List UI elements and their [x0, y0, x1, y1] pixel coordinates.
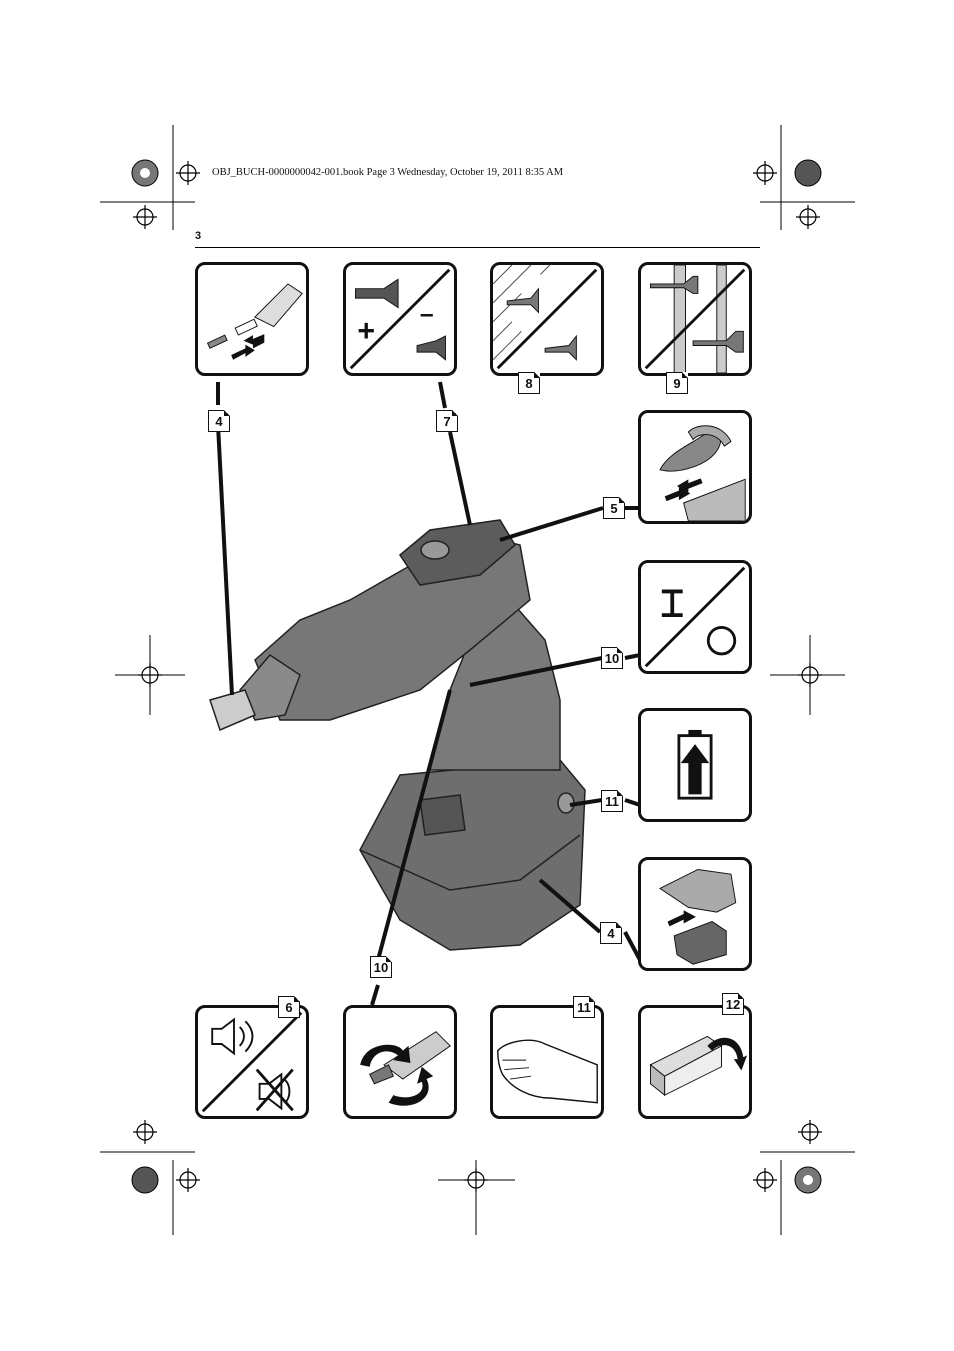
callout-sheet-metal: 9 [666, 372, 688, 394]
panel-bit-change [195, 262, 309, 376]
registration-marks [133, 161, 822, 1192]
callout-bit-change: 4 [208, 410, 230, 432]
print-line: OBJ_BUCH-0000000042-001.book Page 3 Wedn… [212, 167, 564, 178]
callout-hand: 11 [573, 996, 595, 1018]
self-drilling-screw-icon [644, 265, 746, 373]
speaker-icon [201, 1011, 303, 1113]
panel-rotation [343, 1005, 457, 1119]
drill-illustration [209, 519, 586, 951]
panel-sound [195, 1005, 309, 1119]
callout-drywall: 8 [518, 372, 540, 394]
callout-belt-clip: 5 [603, 497, 625, 519]
callout-depth-adjust: 7 [436, 410, 458, 432]
hand-icon [497, 1039, 598, 1104]
plus-symbol: + [357, 315, 375, 348]
screw-depth-icon: + – [349, 268, 451, 370]
panel-battery-remove [638, 857, 752, 971]
callout-sound: 6 [278, 996, 300, 1018]
panel-belt-clip [638, 410, 752, 524]
color-wheels [131, 159, 822, 1194]
rotation-icon [360, 1031, 451, 1106]
panel-depth-adjust: + – [343, 262, 457, 376]
panel-box [638, 1005, 752, 1119]
panel-hand [490, 1005, 604, 1119]
battery-charge-icon [677, 729, 713, 800]
belt-clip-icon [659, 425, 746, 521]
panel-on-off [638, 560, 752, 674]
leader-lines [216, 381, 642, 1006]
callout-box: 12 [722, 993, 744, 1015]
callout-on-off: 10 [601, 647, 623, 669]
callout-battery-charge: 11 [601, 790, 623, 812]
callout-rotation: 10 [370, 956, 392, 978]
callout-battery-remove: 4 [600, 922, 622, 944]
header-rule [195, 247, 760, 248]
bit-insert-icon [206, 283, 303, 360]
battery-remove-icon [659, 868, 737, 965]
minus-symbol: – [420, 301, 434, 328]
page-number: 3 [195, 230, 202, 242]
panel-battery-charge [638, 708, 752, 822]
on-off-icon [644, 566, 746, 668]
panel-sheet-metal [638, 262, 752, 376]
case-open-icon [649, 1035, 748, 1097]
drywall-screw-icon [493, 265, 598, 370]
panel-drywall [490, 262, 604, 376]
